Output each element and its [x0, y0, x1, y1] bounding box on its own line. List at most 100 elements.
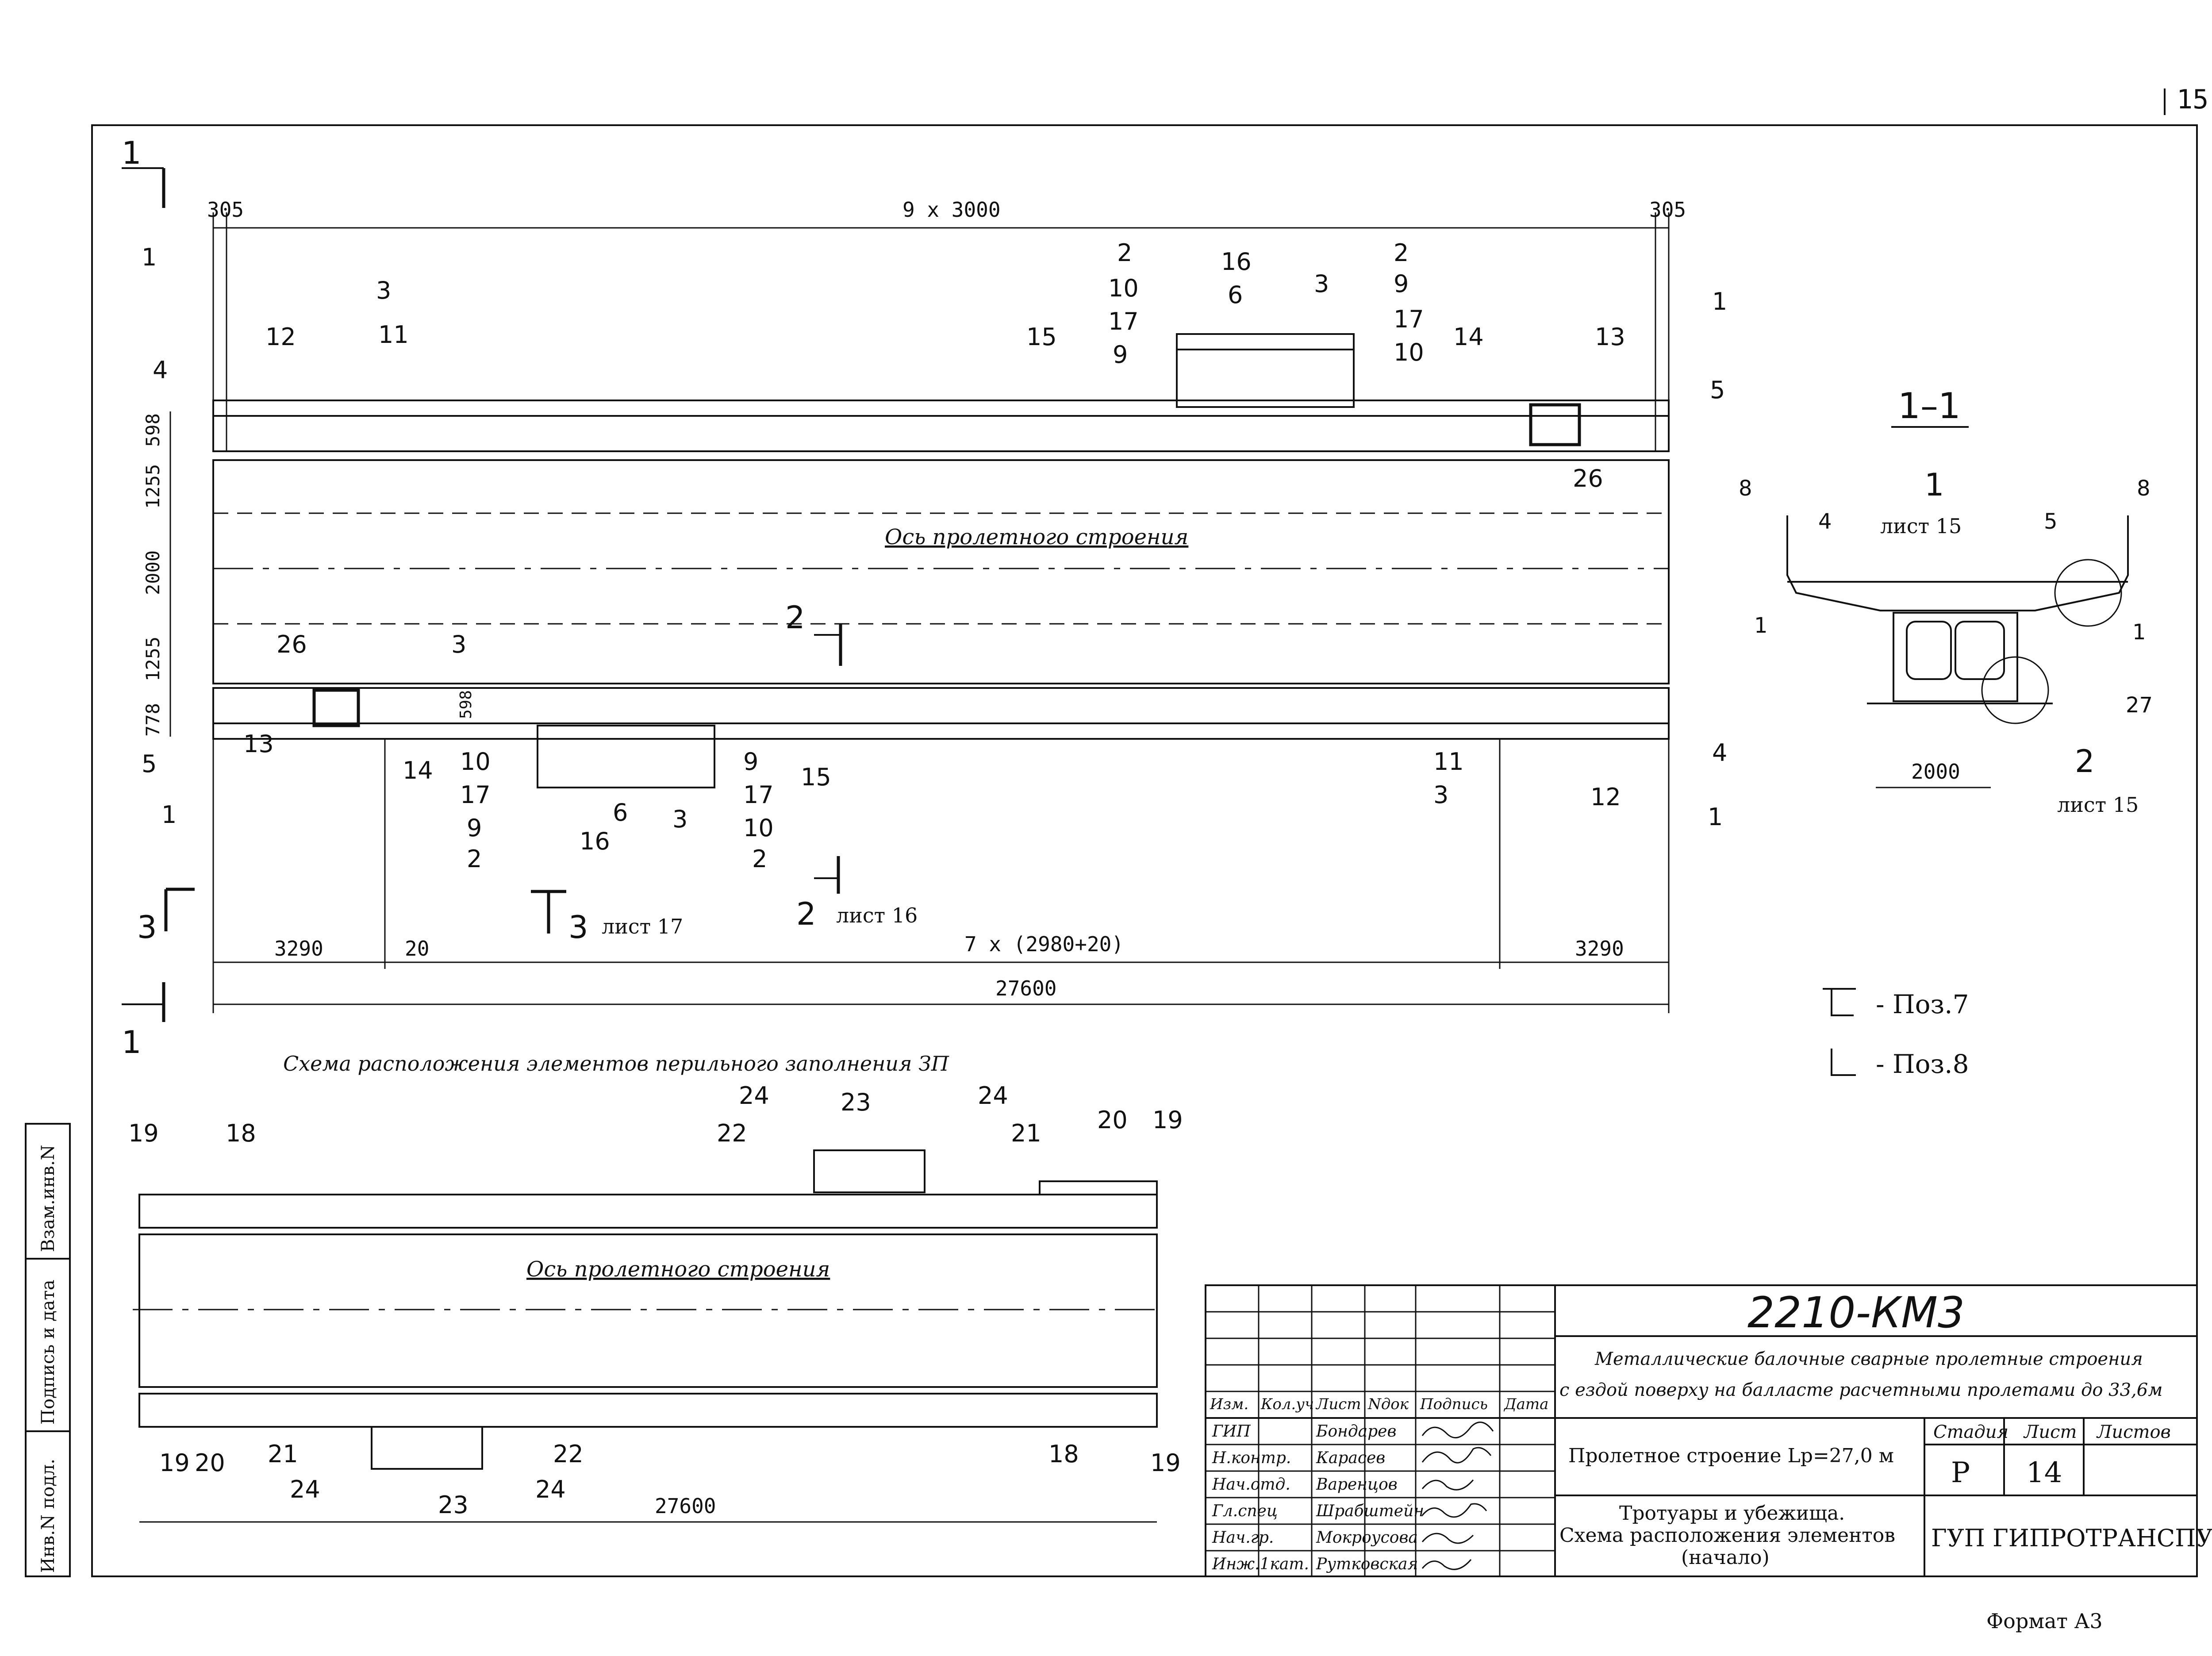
svg-text:Дата: Дата	[1503, 1395, 1548, 1413]
svg-text:Лист: Лист	[2023, 1422, 2077, 1442]
svg-text:17: 17	[743, 781, 774, 809]
svg-text:2: 2	[785, 599, 805, 636]
svg-text:26: 26	[1573, 465, 1603, 492]
svg-text:21: 21	[268, 1440, 298, 1468]
svg-text:17: 17	[1108, 307, 1139, 335]
svg-text:2000: 2000	[142, 550, 164, 595]
svg-text:4: 4	[1818, 509, 1832, 534]
svg-text:15: 15	[801, 763, 831, 791]
dim-bottom-total: 27600	[995, 976, 1056, 1000]
section-mark-2-top: 2	[785, 599, 842, 666]
svg-text:2: 2	[1117, 239, 1132, 267]
svg-text:1255: 1255	[142, 637, 164, 681]
dim-right-offset: 305	[1649, 198, 1686, 222]
svg-text:22: 22	[717, 1119, 747, 1147]
railing-scheme: Схема расположения элементов перильного …	[128, 1052, 1183, 1523]
svg-text:Нач.гр.: Нач.гр.	[1212, 1529, 1274, 1547]
svg-text:1: 1	[1708, 803, 1723, 831]
sheet-format: Формат А3	[1986, 1609, 2103, 1633]
railing-title: Схема расположения элементов перильного …	[283, 1052, 949, 1076]
svg-text:3: 3	[376, 277, 391, 304]
svg-text:Изм.: Изм.	[1210, 1395, 1248, 1413]
svg-text:24: 24	[290, 1475, 320, 1503]
svg-text:10: 10	[460, 748, 491, 776]
svg-text:20: 20	[1097, 1106, 1128, 1134]
svg-text:3: 3	[451, 630, 466, 658]
svg-text:24: 24	[535, 1475, 566, 1503]
svg-text:Нач.отд.: Нач.отд.	[1212, 1475, 1290, 1494]
svg-text:10: 10	[743, 814, 774, 842]
svg-text:17: 17	[460, 781, 491, 809]
svg-text:12: 12	[265, 323, 296, 351]
svg-text:(начало): (начало)	[1681, 1546, 1770, 1569]
svg-text:1: 1	[142, 243, 157, 271]
plan-view: 305 9 x 3000 305 Ось пролетного строения…	[122, 135, 1727, 1060]
svg-text:Инж.1кат.: Инж.1кат.	[1212, 1555, 1309, 1573]
svg-text:24: 24	[739, 1082, 769, 1110]
svg-text:2: 2	[2075, 743, 2095, 780]
svg-text:9: 9	[1394, 270, 1409, 298]
svg-text:4: 4	[153, 356, 168, 384]
svg-text:Тротуары и убежища.: Тротуары и убежища.	[1619, 1502, 1845, 1525]
railing-axis-label: Ось пролетного строения	[526, 1257, 830, 1282]
svg-text:598: 598	[457, 690, 475, 719]
svg-text:2: 2	[752, 845, 767, 873]
dim-left-offset: 305	[207, 198, 244, 222]
svg-text:Карасев: Карасев	[1316, 1449, 1385, 1467]
svg-text:Бондарев: Бондарев	[1316, 1422, 1396, 1441]
svg-text:Шрабштейн: Шрабштейн	[1316, 1502, 1424, 1520]
railing-total-dim: 27600	[655, 1494, 716, 1518]
t-profile-icon	[1823, 988, 1856, 1016]
svg-text:Схема расположения элементов: Схема расположения элементов	[1559, 1524, 1895, 1547]
svg-text:10: 10	[1108, 274, 1139, 302]
svg-text:Пролетное строение Lp=27,0 м: Пролетное строение Lp=27,0 м	[1568, 1445, 1894, 1467]
left-dimension-labels: 598 1255 2000 1255 778 598	[142, 413, 475, 737]
doc-code: 2210-КМ3	[1747, 1288, 1965, 1337]
svg-text:Мокроусова: Мокроусова	[1316, 1529, 1418, 1547]
svg-text:- Поз.8: - Поз.8	[1876, 1049, 1969, 1079]
svg-text:6: 6	[1228, 281, 1243, 309]
section-mark-1-bottom: 1	[122, 982, 165, 1060]
section-1-1: 1–1 2000 1 лист 15 2 лист 15 8 4 1 5 8 1…	[1739, 385, 2153, 817]
svg-text:Варенцов: Варенцов	[1316, 1475, 1398, 1494]
svg-text:27: 27	[2126, 693, 2153, 718]
svg-text:Подпись и дата: Подпись и дата	[38, 1279, 58, 1425]
dim-bottom-left: 3290	[274, 937, 323, 961]
svg-text:4: 4	[1712, 739, 1727, 767]
svg-text:3: 3	[672, 805, 687, 833]
svg-text:лист 16: лист 16	[836, 903, 918, 927]
sheet-frame	[91, 124, 2198, 1577]
svg-text:19: 19	[1152, 1106, 1183, 1134]
svg-text:3: 3	[1433, 781, 1448, 809]
svg-text:Стадия: Стадия	[1933, 1422, 2008, 1442]
organization: ГУП ГИПРОТРАНСПУТЬ	[1931, 1524, 2212, 1552]
svg-text:Гл.спец: Гл.спец	[1212, 1502, 1278, 1520]
svg-text:2: 2	[1394, 239, 1409, 267]
l-profile-icon	[1831, 1049, 1856, 1076]
svg-text:23: 23	[438, 1491, 469, 1519]
svg-text:598: 598	[142, 413, 164, 447]
bottom-sidewalk	[212, 687, 1670, 740]
svg-text:9: 9	[1113, 341, 1128, 369]
section-width-dim: 2000	[1911, 760, 1960, 784]
svg-text:22: 22	[553, 1440, 584, 1468]
svg-text:23: 23	[841, 1088, 871, 1116]
svg-text:2: 2	[467, 845, 482, 873]
svg-text:Кол.уч: Кол.уч	[1260, 1395, 1314, 1413]
svg-text:1: 1	[1924, 467, 1944, 503]
dim-bottom-gap: 20	[405, 937, 429, 961]
svg-text:Рутковская: Рутковская	[1316, 1555, 1418, 1573]
svg-text:26: 26	[276, 630, 307, 658]
svg-text:14: 14	[1453, 323, 1484, 351]
top-callouts: 1 12 3 11 4 2 10 17 9 16 6 3 2 9 17 10 1…	[142, 239, 1727, 492]
svg-text:11: 11	[378, 321, 409, 349]
bottom-refuge	[537, 725, 715, 788]
svg-text:14: 14	[403, 757, 433, 784]
bottom-callouts: 26 3 5 13 1 14 10 17 9 2 6 16 3 9 17 10 …	[142, 630, 1727, 873]
svg-text:2: 2	[796, 896, 816, 932]
svg-text:Н.контр.: Н.контр.	[1212, 1449, 1291, 1467]
svg-text:6: 6	[613, 799, 628, 826]
svg-text:11: 11	[1433, 748, 1464, 776]
svg-text:9: 9	[743, 748, 758, 776]
